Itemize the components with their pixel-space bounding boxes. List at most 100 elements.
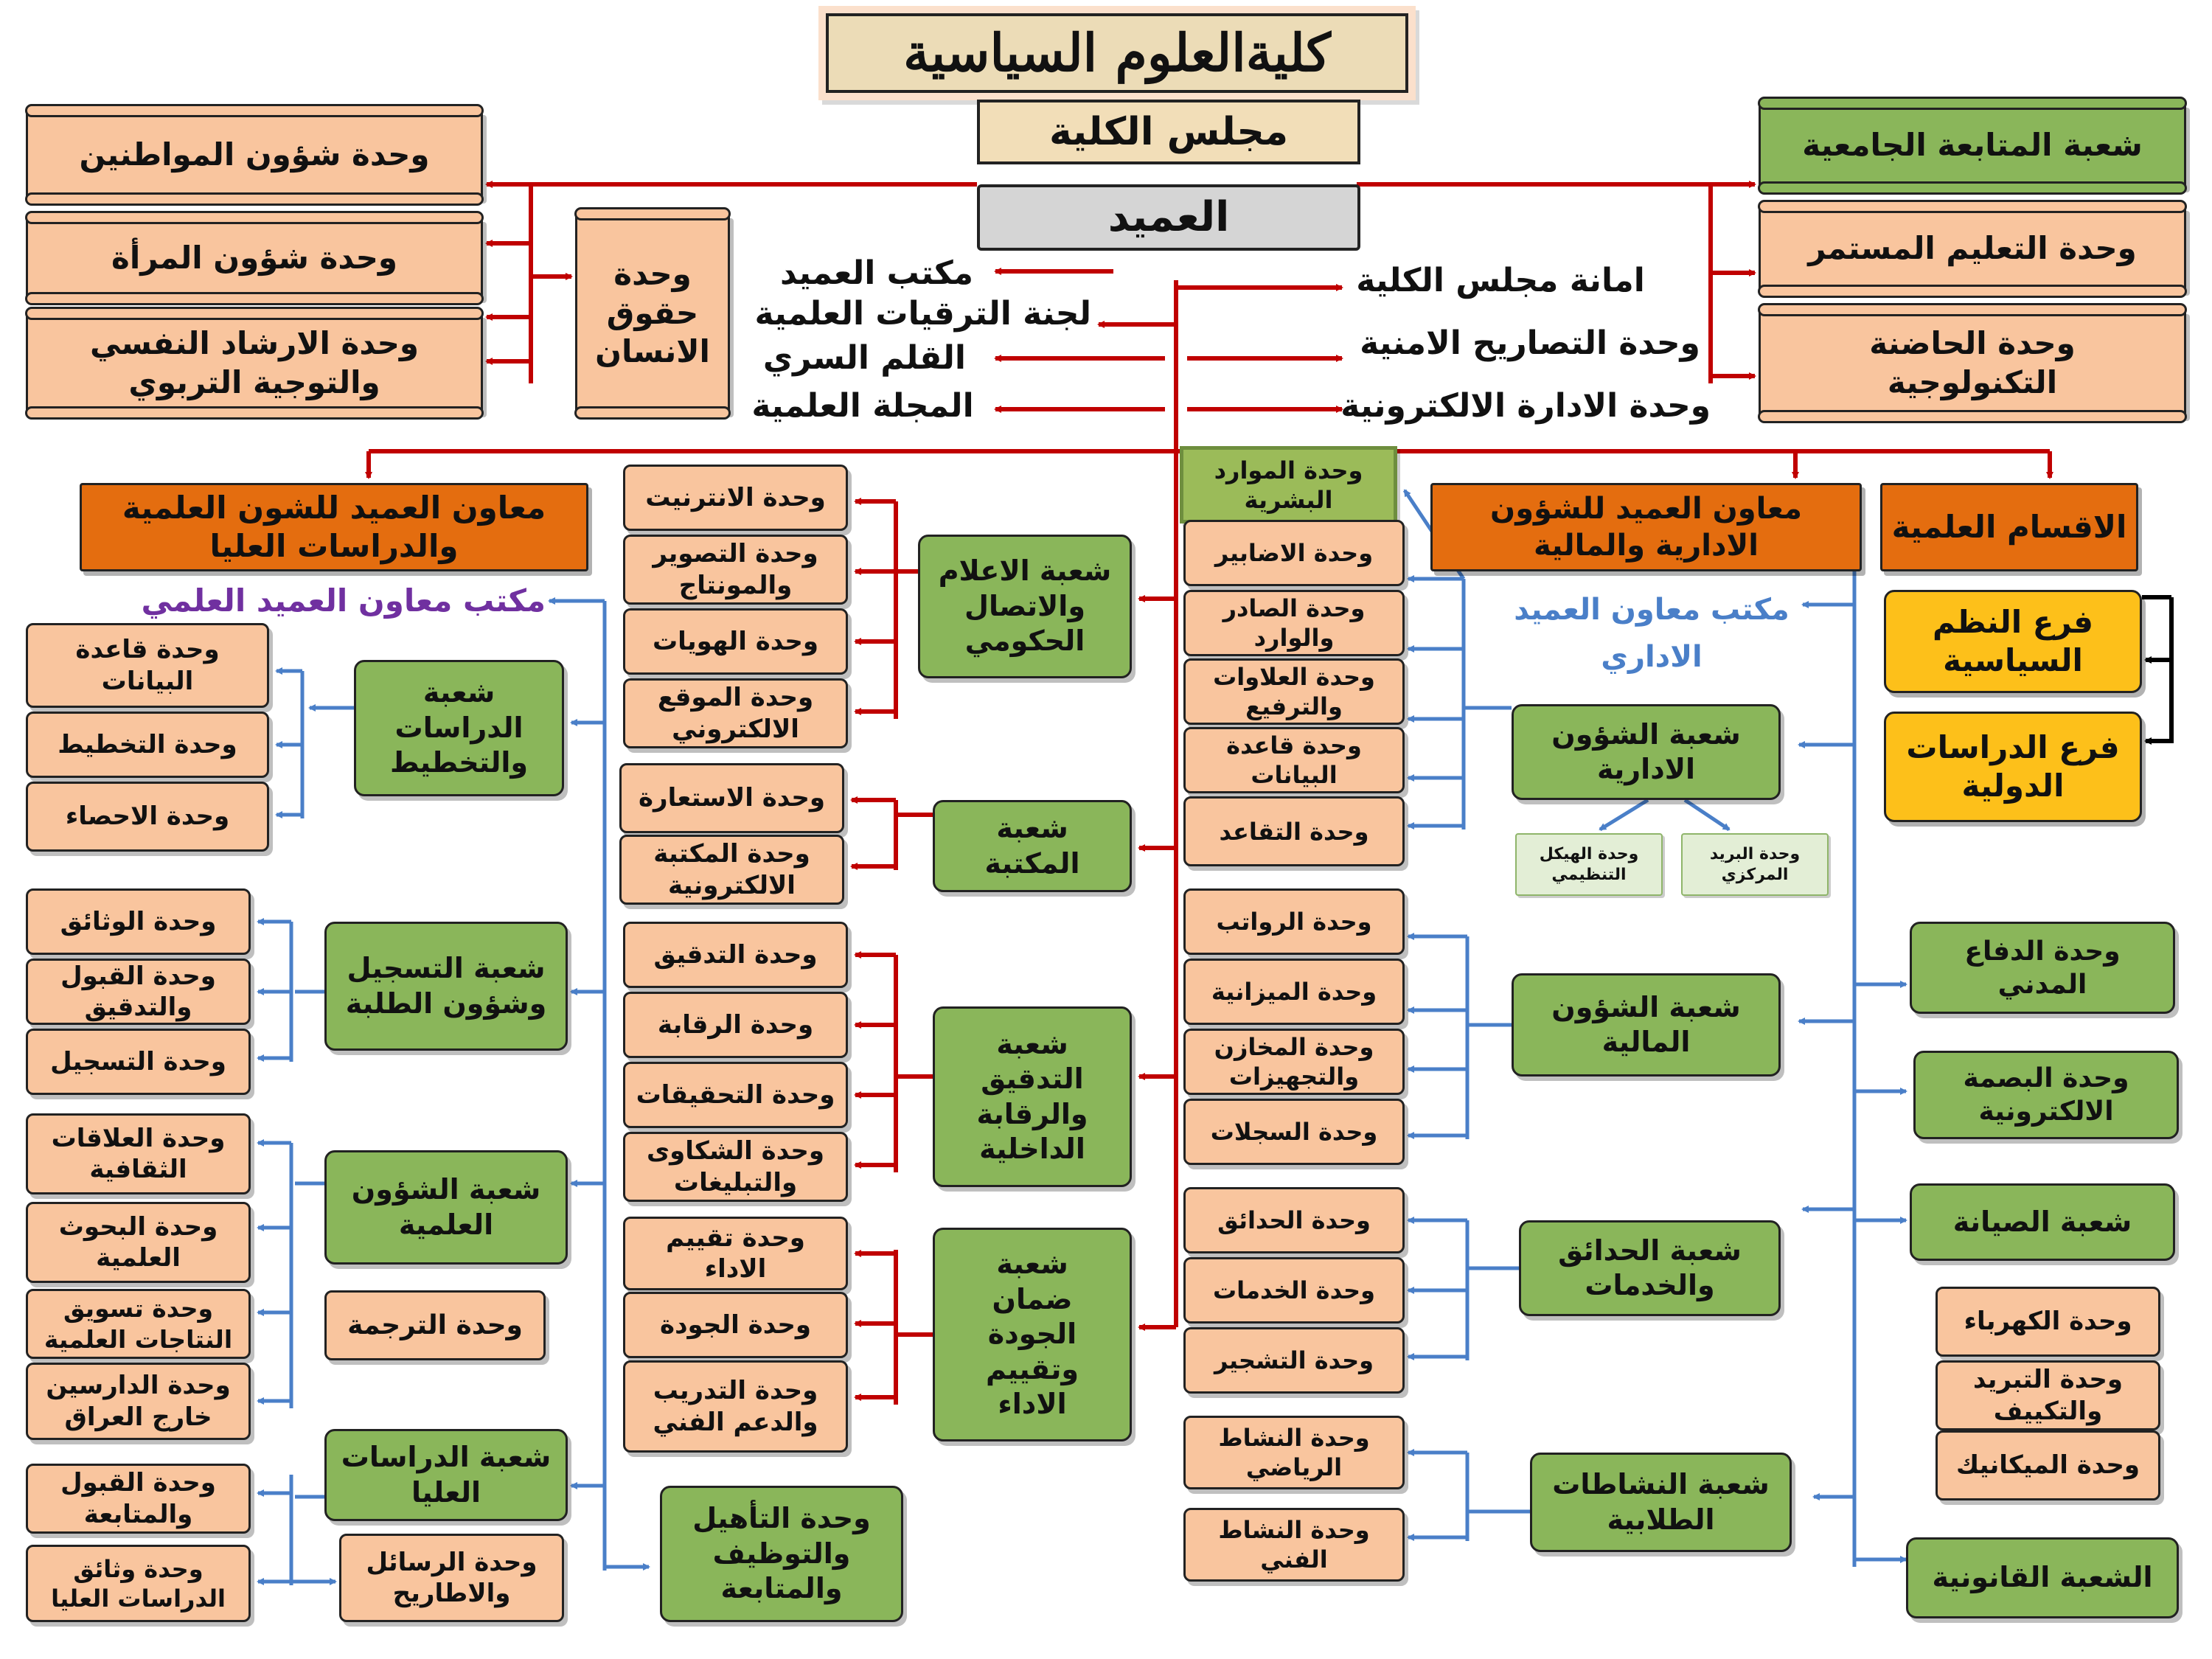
library-division[interactable]: شعبة المكتبة: [933, 800, 1132, 892]
mechanics-unit-label: وحدة الميكانيك: [1955, 1450, 2140, 1481]
tech-incubator-unit[interactable]: وحدة الحاضنة التكنولوجية: [1758, 303, 2187, 423]
admission-followup-unit[interactable]: وحدة القبول والمتابعة: [26, 1464, 251, 1534]
fingerprint-unit-label: وحدة البصمة الالكترونية: [1963, 1063, 2129, 1127]
internet-unit[interactable]: وحدة الانترنيت: [623, 465, 848, 531]
complaints-unit[interactable]: وحدة الشكاوى والتبليغات: [623, 1132, 848, 1202]
oversight-unit[interactable]: وحدة الرقابة: [623, 992, 848, 1058]
budget-unit[interactable]: وحدة الميزانية: [1183, 959, 1405, 1025]
legal-division[interactable]: الشعبة القانونية: [1906, 1537, 2179, 1618]
postgraduate-division[interactable]: شعبة الدراسات العليا: [324, 1429, 568, 1521]
services-unit[interactable]: وحدة الخدمات: [1183, 1257, 1405, 1324]
photography-unit[interactable]: وحدة التصوير والمونتاج: [623, 535, 848, 605]
student-activities-division[interactable]: شعبة النشاطات الطلابية: [1530, 1453, 1792, 1552]
qualification-unit-label: وحدة التأهيل والتوظيف والمتابعة: [692, 1502, 871, 1605]
civil-defense-unit[interactable]: وحدة الدفاع المدني: [1910, 922, 2175, 1014]
bonuses-unit[interactable]: وحدة العلاوات والترفيع: [1183, 658, 1405, 725]
e-library-unit-label: وحدة المكتبة الالكترونية: [653, 839, 810, 900]
studies-planning-division[interactable]: شعبة الدراسات والتخطيط: [354, 660, 564, 796]
political-systems-branch[interactable]: فرع النظم السياسية: [1884, 590, 2142, 693]
electricity-unit[interactable]: وحدة الكهرباء: [1935, 1287, 2160, 1357]
abroad-students-unit[interactable]: وحدة الدارسين خارج العراق: [26, 1363, 251, 1440]
retirement-unit[interactable]: وحدة التقاعد: [1183, 796, 1405, 866]
counseling-unit[interactable]: وحدة الارشاد النفسي والتوجية التربوي: [25, 307, 484, 420]
admission-audit-unit[interactable]: وحدة القبول والتدقيق: [26, 959, 251, 1025]
title-banner: كليةالعلوم السياسية: [826, 13, 1408, 93]
performance-eval-unit[interactable]: وحدة تقييم الاداء: [623, 1217, 848, 1290]
qualification-unit[interactable]: وحدة التأهيل والتوظيف والمتابعة: [660, 1486, 903, 1622]
media-division[interactable]: شعبة الاعلام والاتصال الحكومي: [918, 535, 1132, 678]
human-rights-unit-label: وحدة حقوق الانسان: [595, 256, 710, 370]
central-mail-unit[interactable]: وحدة البريد المركزي: [1681, 833, 1829, 896]
stores-unit[interactable]: وحدة المخازن والتجهيزات: [1183, 1029, 1405, 1095]
scientific-assistant-dean[interactable]: معاون العميد للشون العلمية والدراسات الع…: [80, 483, 588, 571]
citizens-affairs-unit[interactable]: وحدة شؤون المواطنين: [25, 104, 484, 206]
fingerprint-unit[interactable]: وحدة البصمة الالكترونية: [1913, 1051, 2179, 1139]
dean[interactable]: العميد: [977, 184, 1360, 251]
promotions-committee-text: لجنة الترقيات العلمية: [754, 295, 1092, 333]
planning-unit[interactable]: وحدة التخطيط: [26, 712, 269, 778]
art-activity-unit[interactable]: وحدة النشاط الفني: [1183, 1508, 1405, 1582]
e-library-unit[interactable]: وحدة المكتبة الالكترونية: [619, 835, 844, 905]
international-studies-branch[interactable]: فرع الدراسات الدولية: [1884, 712, 2142, 822]
mechanics-unit[interactable]: وحدة الميكانيك: [1935, 1430, 2160, 1500]
theses-unit[interactable]: وحدة الرسائل والاطاريح: [339, 1534, 564, 1622]
org-structure-unit[interactable]: وحدة الهيكل التنظيمي: [1515, 833, 1663, 896]
admin-affairs-division[interactable]: شعبة الشؤون الادارية: [1512, 704, 1781, 800]
gardens-unit[interactable]: وحدة الحدائق: [1183, 1187, 1405, 1253]
women-affairs-unit[interactable]: وحدة شؤون المرأة: [25, 211, 484, 305]
auditing-unit[interactable]: وحدة التدقيق: [623, 922, 848, 988]
quality-division[interactable]: شعبة ضمان الجودة وتقييم الاداء: [933, 1228, 1132, 1441]
cultural-relations-unit[interactable]: وحدة العلاقات الثقافية: [26, 1113, 251, 1194]
id-cards-unit[interactable]: وحدة الهويات: [623, 608, 848, 675]
cooling-unit[interactable]: وحدة التبريد والتكييف: [1935, 1360, 2160, 1430]
human-rights-unit[interactable]: وحدة حقوق الانسان: [574, 207, 731, 420]
lending-unit[interactable]: وحدة الاستعارة: [619, 763, 844, 833]
scientific-assistant-dean-label: معاون العميد للشون العلمية والدراسات الع…: [122, 489, 546, 565]
audit-division[interactable]: شعبة التدقيق والرقابة الداخلية: [933, 1006, 1132, 1187]
bonuses-unit-label: وحدة العلاوات والترفيع: [1213, 663, 1375, 720]
admin-assistant-dean-label: معاون العميد للشؤون الادارية والمالية: [1490, 492, 1802, 563]
incoming-outgoing-unit[interactable]: وحدة الصادر والوارد: [1183, 590, 1405, 656]
translation-unit[interactable]: وحدة الترجمة: [324, 1290, 546, 1360]
registration-division[interactable]: شعبة التسجيل وشؤون الطلبة: [324, 922, 568, 1051]
database-unit-sci[interactable]: وحدة قاعدة البيانات: [26, 623, 269, 708]
financial-affairs-division[interactable]: شعبة الشؤون المالية: [1512, 973, 1781, 1077]
women-affairs-unit-label: وحدة شؤون المرأة: [111, 239, 397, 276]
gardens-services-division[interactable]: شعبة الحدائق والخدمات: [1519, 1220, 1781, 1316]
scientific-affairs-division-label: شعبة الشؤون العلمية: [351, 1173, 541, 1241]
gardens-services-division-label: شعبة الحدائق والخدمات: [1558, 1234, 1742, 1302]
registration-unit[interactable]: وحدة التسجيل: [26, 1029, 251, 1095]
documents-unit[interactable]: وحدة الوثائق: [26, 888, 251, 955]
scientific-assistant-office: مكتب معاون العميد العلمي: [141, 582, 546, 619]
salaries-unit[interactable]: وحدة الرواتب: [1183, 888, 1405, 955]
postgrad-documents-unit[interactable]: وحدة وثائق الدراسات العليا: [26, 1545, 251, 1622]
university-followup-division[interactable]: شعبة المتابعة الجامعية: [1758, 97, 2187, 195]
budget-unit-label: وحدة الميزانية: [1211, 978, 1377, 1006]
files-unit[interactable]: وحدة الاضابير: [1183, 520, 1405, 586]
sports-activity-unit[interactable]: وحدة النشاط الرياضي: [1183, 1416, 1405, 1489]
training-unit[interactable]: وحدة التدريب والدعم الفني: [623, 1360, 848, 1453]
admin-assistant-dean[interactable]: معاون العميد للشؤون الادارية والمالية: [1430, 483, 1862, 571]
college-council-label: مجلس الكلية: [1048, 109, 1289, 154]
database-unit-admin[interactable]: وحدة قاعدة البيانات: [1183, 727, 1405, 793]
investigations-unit[interactable]: وحدة التحقيقات: [623, 1062, 848, 1128]
continuing-education-unit[interactable]: وحدة التعليم المستمر: [1758, 200, 2187, 298]
records-unit[interactable]: وحدة السجلات: [1183, 1099, 1405, 1165]
marketing-unit[interactable]: وحدة تسويق النتاجات العلمية: [26, 1289, 251, 1359]
e-administration-text: وحدة الادارة الالكترونية: [1340, 387, 1711, 425]
afforestation-unit[interactable]: وحدة التشجير: [1183, 1327, 1405, 1394]
scientific-affairs-division[interactable]: شعبة الشؤون العلمية: [324, 1150, 568, 1265]
services-unit-label: وحدة الخدمات: [1213, 1276, 1375, 1304]
statistics-unit[interactable]: وحدة الاحصاء: [26, 782, 269, 852]
admin-assistant-office: مكتب معاون العميد الاداري: [1514, 593, 1790, 674]
website-unit[interactable]: وحدة الموقع الالكتروني: [623, 678, 848, 748]
quality-unit[interactable]: وحدة الجودة: [623, 1292, 848, 1358]
maintenance-division[interactable]: شعبة الصيانة: [1910, 1183, 2175, 1261]
college-council[interactable]: مجلس الكلية: [977, 100, 1360, 164]
studies-planning-division-label: شعبة الدراسات والتخطيط: [389, 676, 529, 779]
records-unit-label: وحدة السجلات: [1210, 1118, 1378, 1146]
scientific-departments[interactable]: الاقسام العلمية: [1880, 483, 2138, 571]
hr-unit[interactable]: وحدة الموارد البشرية: [1180, 446, 1397, 524]
scientific-research-unit[interactable]: وحدة البحوث العلمية: [26, 1202, 251, 1283]
